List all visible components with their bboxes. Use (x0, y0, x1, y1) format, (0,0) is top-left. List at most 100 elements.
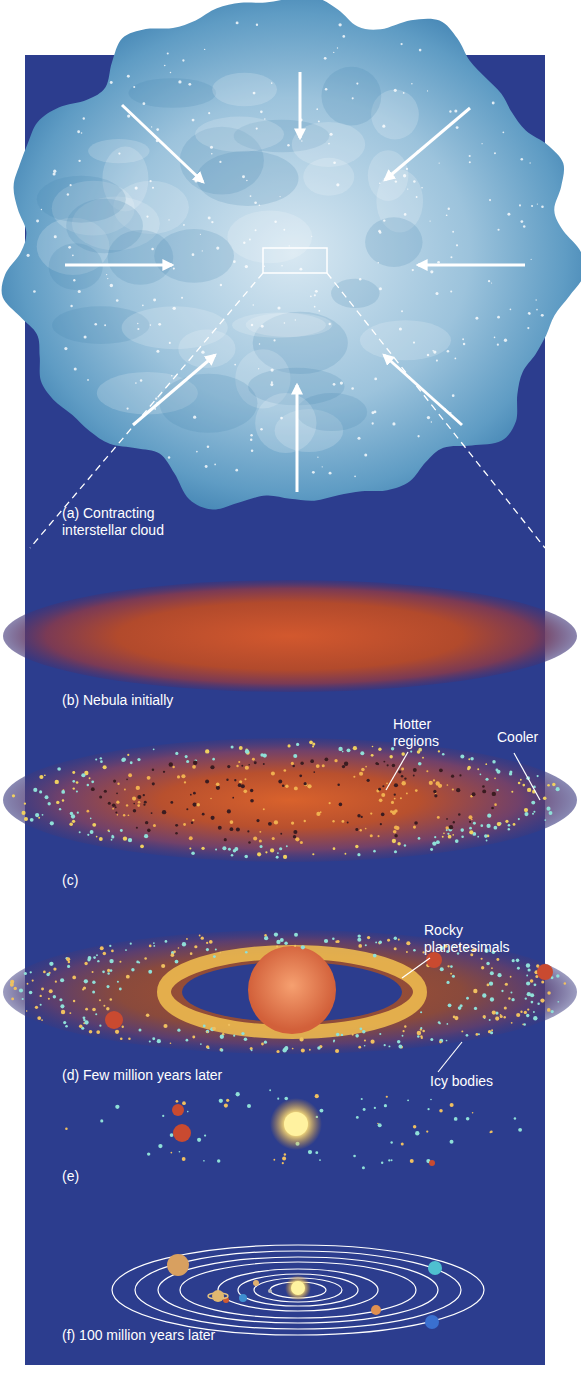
grain-dot (103, 952, 107, 956)
cloud-star (219, 161, 221, 163)
cloud-star (359, 278, 361, 280)
grain-dot (186, 760, 189, 763)
cloud-star (318, 120, 320, 122)
grain-dot (110, 998, 113, 1001)
cloud-swirl (227, 211, 312, 264)
cloud-star (104, 324, 106, 326)
grain-dot (530, 979, 534, 983)
cloud-star (531, 259, 532, 260)
grain-dot (152, 1037, 155, 1040)
grain-dot (413, 1125, 416, 1128)
grain-dot (342, 751, 344, 753)
cloud-star (439, 162, 440, 163)
cloud-star (81, 132, 83, 134)
grain-dot (73, 1000, 75, 1002)
grain-dot (363, 1108, 366, 1111)
grain-dot (526, 975, 528, 977)
cloud-star (535, 299, 536, 300)
grain-dot (283, 855, 287, 859)
grain-dot (439, 1039, 443, 1043)
grain-dot (96, 954, 98, 956)
grain-dot (274, 820, 278, 824)
grain-dot (307, 784, 311, 788)
grain-dot (233, 1035, 235, 1037)
grain-dot (48, 998, 50, 1000)
grain-dot (456, 788, 460, 792)
grain-dot (112, 803, 116, 807)
grain-dot (238, 761, 240, 763)
cloud-star (462, 338, 464, 340)
grain-dot (103, 1005, 105, 1007)
cloud-star (328, 143, 330, 145)
cloud-star (401, 310, 403, 312)
grain-dot (100, 757, 102, 759)
grain-dot (430, 1038, 433, 1041)
cloud-star (449, 110, 451, 112)
grain-dot (257, 852, 261, 856)
grain-dot (128, 1037, 131, 1040)
cloud-star (261, 325, 264, 328)
grain-dot (379, 799, 383, 803)
cloud-star (135, 382, 137, 384)
grain-dot (39, 790, 42, 793)
grain-dot (292, 765, 295, 768)
cloud-star (259, 204, 261, 206)
grain-dot (205, 749, 209, 753)
cloud-star (142, 305, 144, 307)
grain-dot (278, 780, 282, 784)
grain-dot (138, 1029, 141, 1032)
art-shape (296, 385, 299, 492)
grain-dot (212, 1027, 216, 1031)
grain-dot (62, 799, 64, 801)
grain-dot (402, 1030, 404, 1032)
grain-dot (24, 817, 28, 821)
grain-dot (97, 960, 99, 962)
grain-dot (380, 823, 382, 825)
cloud-star (110, 284, 113, 287)
art-shape (418, 264, 525, 267)
grain-dot (353, 1155, 356, 1158)
cloud-star (284, 322, 286, 324)
grain-dot (410, 751, 412, 753)
cloud-star (211, 221, 213, 223)
grain-dot (261, 1043, 264, 1046)
cloud-star (53, 170, 56, 173)
grain-dot (38, 817, 40, 819)
cloud-star (106, 274, 107, 275)
grain-dot (495, 1017, 499, 1021)
stage-label: (a) Contracting interstellar cloud (62, 505, 192, 539)
cloud-star (447, 350, 450, 353)
young-sun-core (284, 1112, 308, 1136)
grain-dot (440, 967, 444, 971)
cloud-star (316, 108, 318, 110)
grain-dot (357, 938, 361, 942)
cloud-star (318, 310, 320, 312)
grain-dot (234, 847, 238, 851)
art-shape (268, 1289, 272, 1293)
cloud-star (64, 347, 67, 350)
grain-dot (517, 967, 520, 970)
cloud-star (541, 206, 544, 209)
grain-dot (268, 822, 272, 826)
cloud-star (110, 81, 113, 84)
cloud-star (259, 343, 261, 345)
art-shape (30, 273, 263, 548)
grain-dot (470, 757, 473, 760)
cloud-star (200, 234, 201, 235)
grain-dot (87, 784, 89, 786)
grain-dot (418, 762, 422, 766)
grain-dot (199, 935, 201, 937)
grain-dot (60, 1004, 64, 1008)
grain-dot (333, 1041, 335, 1043)
grain-dot (325, 758, 329, 762)
interstellar-cloud (2, 0, 581, 510)
grain-dot (398, 1045, 402, 1049)
grain-dot (381, 813, 385, 817)
grain-dot (222, 846, 226, 850)
cloud-star (354, 476, 356, 478)
cloud-star (469, 161, 471, 163)
cloud-swirl (365, 217, 422, 267)
grain-dot (91, 780, 94, 783)
grain-dot (524, 1011, 527, 1014)
cloud-star (372, 422, 374, 424)
